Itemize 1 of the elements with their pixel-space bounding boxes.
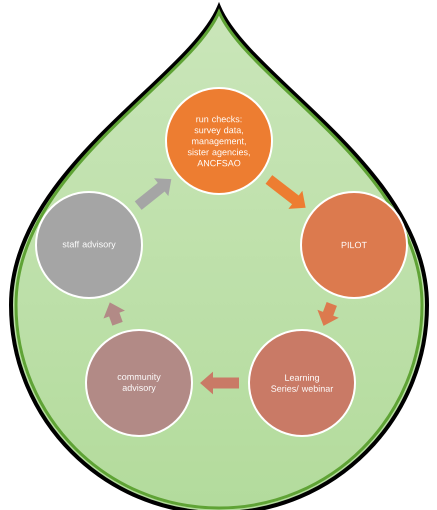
block-arrow xyxy=(134,178,172,210)
